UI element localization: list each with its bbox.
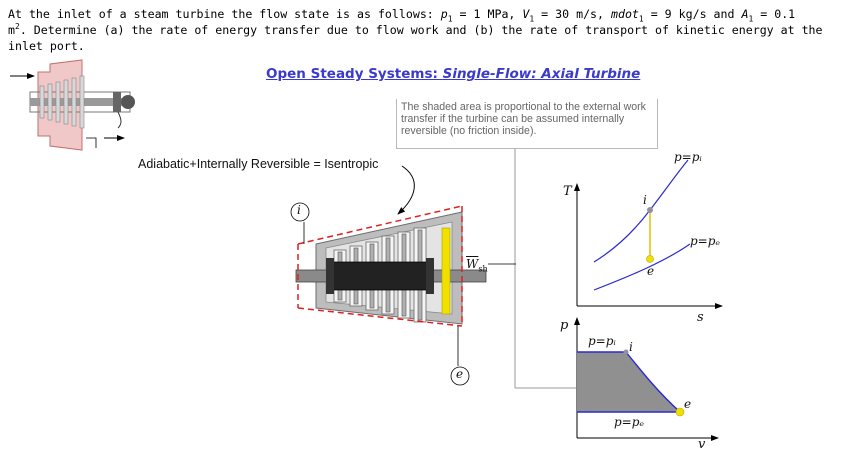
ts-state-e-marker (646, 255, 654, 263)
pv-x-axis-label: v (698, 437, 706, 452)
shaded-area-note: The shaded area is proportional to the e… (396, 99, 658, 149)
process-label: Adiabatic+Internally Reversible = Isentr… (138, 157, 379, 171)
ts-state-i-label: i (643, 193, 647, 207)
ts-state-i-marker (647, 207, 653, 213)
exit-port-marker (450, 366, 470, 386)
ts-x-axis-label: s (697, 310, 704, 325)
pv-state-e-marker (675, 407, 685, 417)
exit-port-label: e (456, 367, 464, 381)
page-title-link[interactable]: Open Steady Systems: Single-Flow: Axial … (266, 66, 640, 82)
rotor-hub (329, 261, 431, 291)
ts-isobar-high (593, 159, 689, 263)
pv-shaded-area (577, 352, 680, 412)
pv-state-e-label: e (684, 397, 692, 411)
process-arrow (397, 165, 415, 215)
inlet-port-label: i (297, 203, 301, 217)
pv-state-i-label: i (629, 340, 633, 354)
inlet-port-marker (290, 202, 310, 222)
turbine-thumbnail-icon[interactable] (10, 59, 135, 151)
pv-diagram (574, 317, 719, 441)
shaft-work-label: Wsh (466, 257, 488, 274)
pv-isobar-low-label: p=pₑ (614, 415, 645, 429)
pv-state-i-marker (623, 349, 629, 355)
ts-isobar-low (593, 243, 691, 291)
ts-diagram (574, 159, 723, 309)
problem-statement: At the inlet of a steam turbine the flow… (8, 7, 823, 53)
ts-state-e-label: e (647, 264, 655, 278)
pv-y-axis-label: p (560, 318, 569, 333)
title-part2: Single-Flow: Axial Turbine (442, 66, 641, 82)
title-part1: Open Steady Systems: (266, 66, 443, 82)
pv-isobar-high-label: p=pᵢ (588, 334, 616, 348)
exit-bar (441, 227, 451, 315)
ts-isobar-high-label: p=pᵢ (674, 150, 702, 164)
ts-y-axis-label: T (563, 184, 572, 199)
ts-isobar-low-label: p=pₑ (690, 234, 721, 248)
